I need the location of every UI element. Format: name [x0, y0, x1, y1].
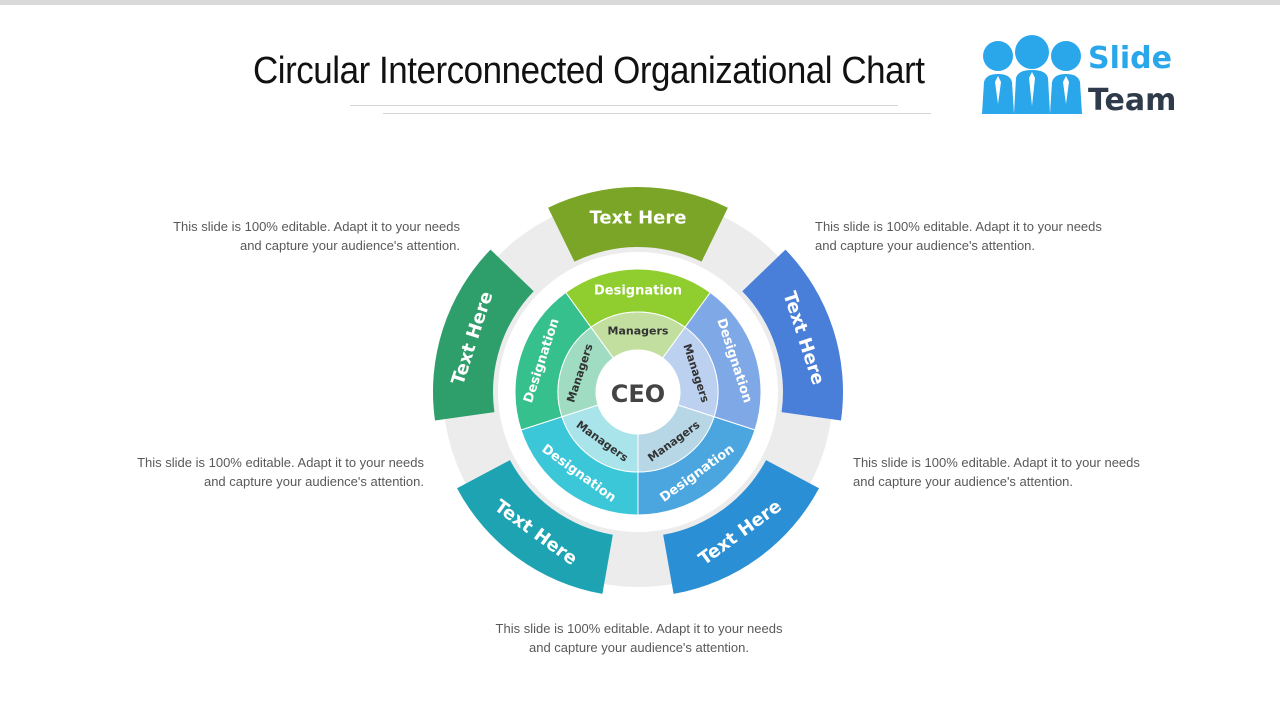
description-line: and capture your audience's attention.: [203, 474, 424, 489]
slide-title: Circular Interconnected Organizational C…: [253, 50, 925, 92]
outer-segment: [742, 249, 843, 421]
description-right: This slide is 100% editable. Adapt it to…: [853, 453, 1153, 491]
description-line: This slide is 100% editable. Adapt it to…: [173, 219, 460, 234]
separator-ring: [504, 258, 772, 526]
logo-text-slide: Slide: [1088, 41, 1172, 76]
description-line: This slide is 100% editable. Adapt it to…: [137, 455, 424, 470]
description-top-right: This slide is 100% editable. Adapt it to…: [815, 217, 1115, 255]
description-line: and capture your audience's attention.: [528, 640, 750, 655]
description-left: This slide is 100% editable. Adapt it to…: [124, 453, 424, 491]
description-line: and capture your audience's attention.: [853, 474, 1074, 489]
title-underline-1: [350, 105, 898, 106]
designation-label: Designation: [594, 284, 682, 299]
managers-label: Managers: [608, 325, 669, 338]
ceo-label: CEO: [611, 380, 665, 408]
description-line: and capture your audience's attention.: [239, 238, 460, 253]
people-icon: [982, 35, 1082, 114]
outer-segment: [663, 460, 820, 594]
description-line: and capture your audience's attention.: [815, 238, 1036, 253]
outer-segment: [456, 460, 613, 594]
top-border: [0, 0, 1280, 5]
outer-segment-label: Text Here: [590, 208, 687, 229]
description-top-left: This slide is 100% editable. Adapt it to…: [160, 217, 460, 255]
description-bottom: This slide is 100% editable. Adapt it to…: [489, 619, 789, 657]
slideteam-logo: Slide Team: [980, 34, 1180, 124]
description-line: This slide is 100% editable. Adapt it to…: [495, 621, 783, 636]
outer-segment: [433, 249, 534, 421]
logo-text-team: Team: [1088, 83, 1177, 118]
title-underline-2: [383, 113, 931, 114]
managers-segment: [557, 326, 615, 418]
outer-segment: [548, 187, 728, 262]
ceo-circle: [598, 352, 678, 432]
description-line: This slide is 100% editable. Adapt it to…: [815, 219, 1102, 234]
description-line: This slide is 100% editable. Adapt it to…: [853, 455, 1140, 470]
